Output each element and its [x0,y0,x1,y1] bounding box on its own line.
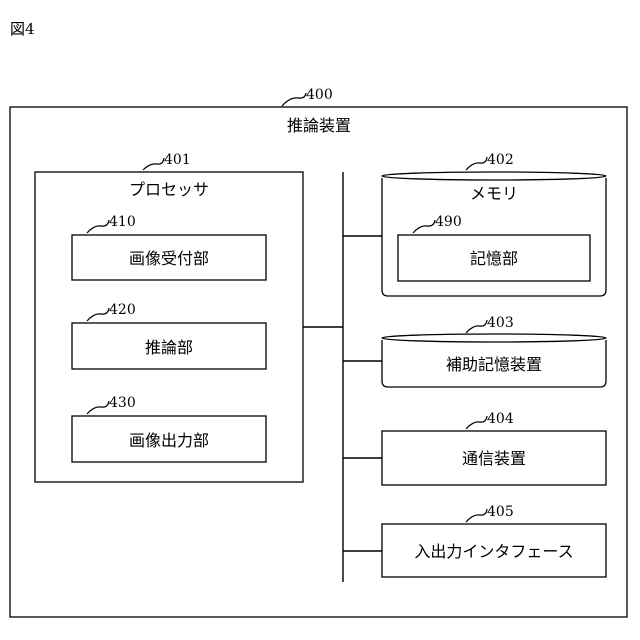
comm-device-ref: 404 [487,411,514,427]
storage-unit-ref-leader [413,220,435,233]
image-output-ref-leader [87,401,109,414]
device-ref-leader [282,93,306,106]
inference-unit-ref: 420 [109,302,136,318]
image-receiving-unit-ref: 410 [109,214,136,230]
memory-ref-leader [466,157,487,170]
aux-storage-ref: 403 [487,315,514,331]
image-output-unit-label: 画像出力部 [129,431,209,450]
storage-unit-label: 記憶部 [470,249,518,268]
memory-ref: 402 [487,152,514,168]
aux-storage-ref-leader [466,320,487,333]
storage-unit-ref: 490 [435,214,462,230]
processor-ref: 401 [164,152,191,168]
processor-ref-leader [143,158,164,170]
processor-title: プロセッサ [129,180,209,199]
comm-device-label: 通信装置 [462,449,526,468]
io-interface-ref: 405 [487,504,514,520]
device-ref: 400 [306,87,333,103]
image-receiving-ref-leader [87,220,109,233]
io-interface-label: 入出力インタフェース [414,542,573,561]
device-title: 推論装置 [287,116,351,135]
aux-storage-label: 補助記憶装置 [446,355,542,374]
io-interface-ref-leader [466,509,487,522]
inference-ref-leader [87,308,109,321]
image-output-unit-ref: 430 [109,395,136,411]
image-receiving-unit-label: 画像受付部 [129,249,209,268]
comm-device-ref-leader [466,416,487,429]
figure-label: 図4 [10,20,35,38]
memory-title: メモリ [470,184,518,203]
inference-unit-label: 推論部 [145,338,193,357]
memory-box-top [382,172,606,180]
aux-storage-box-top [382,334,606,342]
